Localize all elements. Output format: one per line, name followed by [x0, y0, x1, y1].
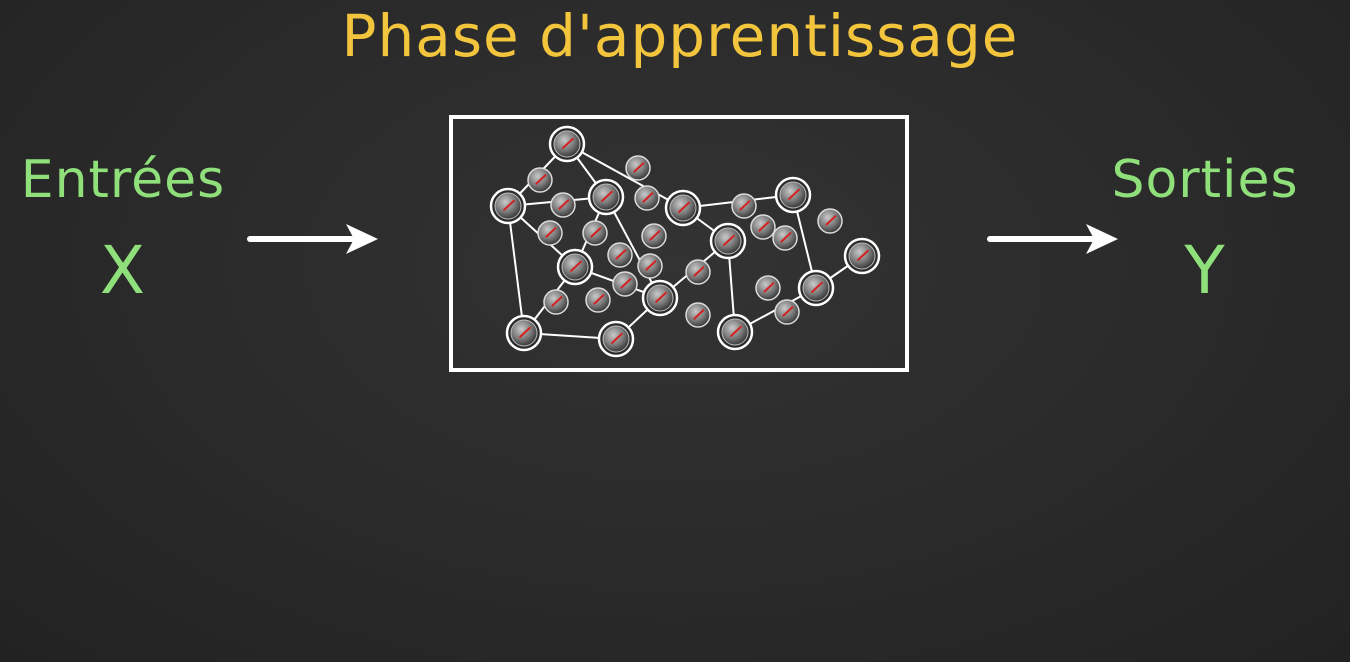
output-variable: Y	[1184, 232, 1226, 309]
neuron-node-small	[550, 192, 576, 218]
neuron-node-small	[527, 167, 553, 193]
input-label: Entrées	[20, 150, 226, 210]
neuron-node-small	[625, 155, 651, 181]
neuron-node-small	[612, 271, 638, 297]
neuron-node	[641, 279, 679, 317]
network-box	[449, 115, 909, 372]
neuron-node	[489, 187, 527, 225]
neuron-node-small	[637, 253, 663, 279]
neuron-node-small	[731, 193, 757, 219]
neuron-node	[797, 269, 835, 307]
neuron-node-small	[543, 289, 569, 315]
neuron-node-small	[641, 223, 667, 249]
neuron-node-small	[634, 185, 660, 211]
diagram-title: Phase d'apprentissage	[341, 2, 1019, 70]
neuron-node	[587, 178, 625, 216]
neuron-node	[709, 222, 747, 260]
neuron-node-small	[685, 302, 711, 328]
output-arrow	[987, 224, 1118, 254]
neuron-node	[843, 237, 881, 275]
network-edge	[605, 196, 661, 299]
neuron-node-small	[585, 287, 611, 313]
network-edge	[507, 205, 525, 334]
input-arrow	[247, 224, 378, 254]
neuron-node	[774, 176, 812, 214]
neuron-node-small	[774, 299, 800, 325]
neuron-node	[556, 248, 594, 286]
neuron-node	[548, 125, 586, 163]
neuron-node-small	[582, 220, 608, 246]
neuron-node-small	[772, 225, 798, 251]
network-edge	[566, 143, 684, 209]
output-label: Sorties	[1111, 150, 1299, 210]
neuron-node	[716, 313, 754, 351]
neuron-node-small	[755, 275, 781, 301]
neuron-node	[505, 314, 543, 352]
neuron-node-small	[607, 242, 633, 268]
neuron-node-small	[817, 208, 843, 234]
input-variable: X	[99, 232, 147, 309]
neuron-node-small	[685, 259, 711, 285]
network-nodes	[489, 125, 881, 358]
neuron-node	[664, 189, 702, 227]
neuron-node-small	[537, 220, 563, 246]
neuron-node-small	[750, 214, 776, 240]
neuron-node	[597, 320, 635, 358]
